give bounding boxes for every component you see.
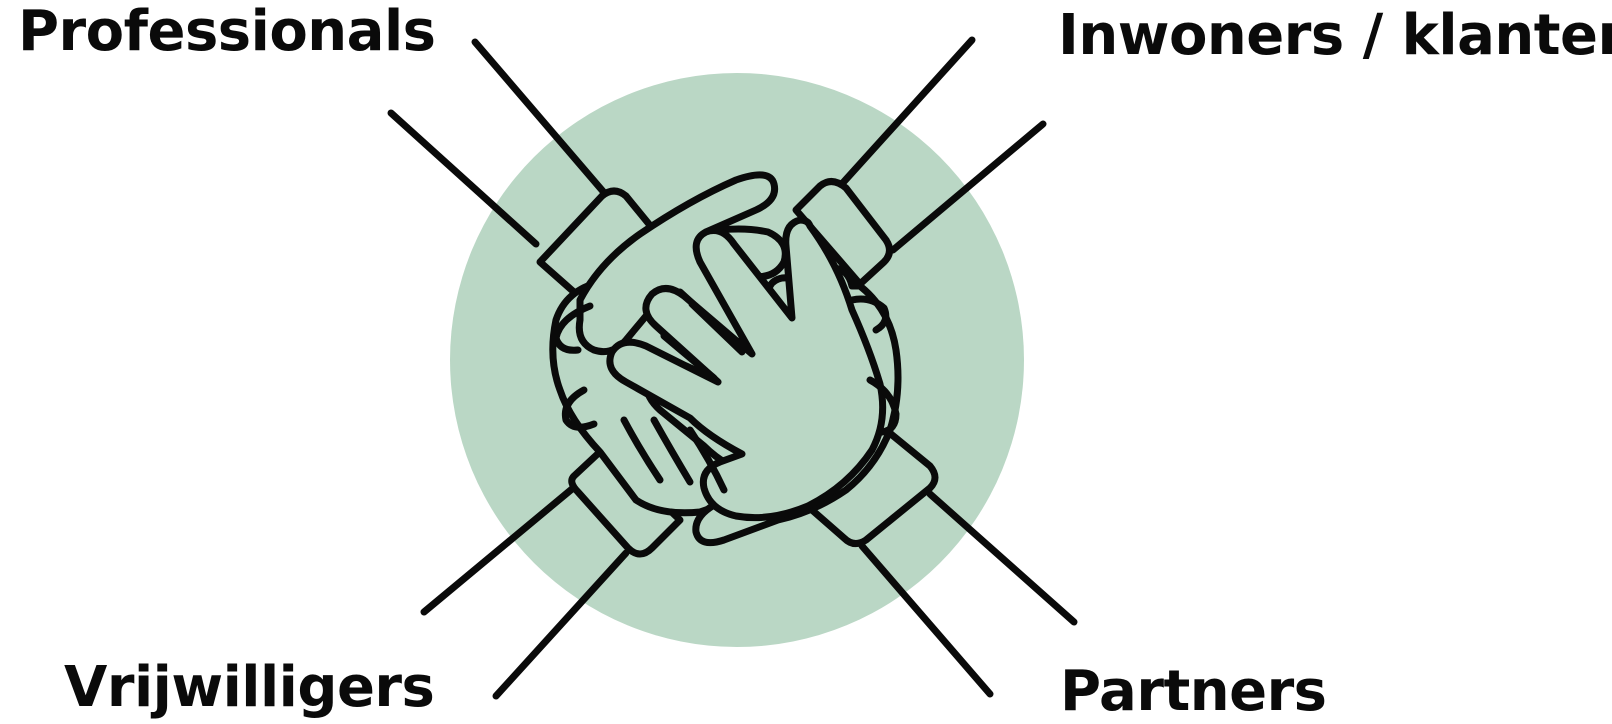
label-vrijwilligers: Vrijwilligers	[64, 655, 435, 720]
arm-lines-top-left	[387, 38, 611, 248]
arm-lines-bottom-left	[420, 480, 630, 700]
arm-lines-top-right	[836, 36, 1047, 254]
hand-top-right	[606, 216, 887, 522]
wrist-cuffs	[536, 178, 939, 558]
finger-details	[552, 295, 900, 494]
arm-lines-bottom-right	[858, 490, 1078, 698]
label-partners: Partners	[1060, 659, 1327, 724]
label-inwoners-klanten: Inwoners / klanten	[1058, 3, 1612, 68]
label-professionals: Professionals	[18, 0, 436, 64]
